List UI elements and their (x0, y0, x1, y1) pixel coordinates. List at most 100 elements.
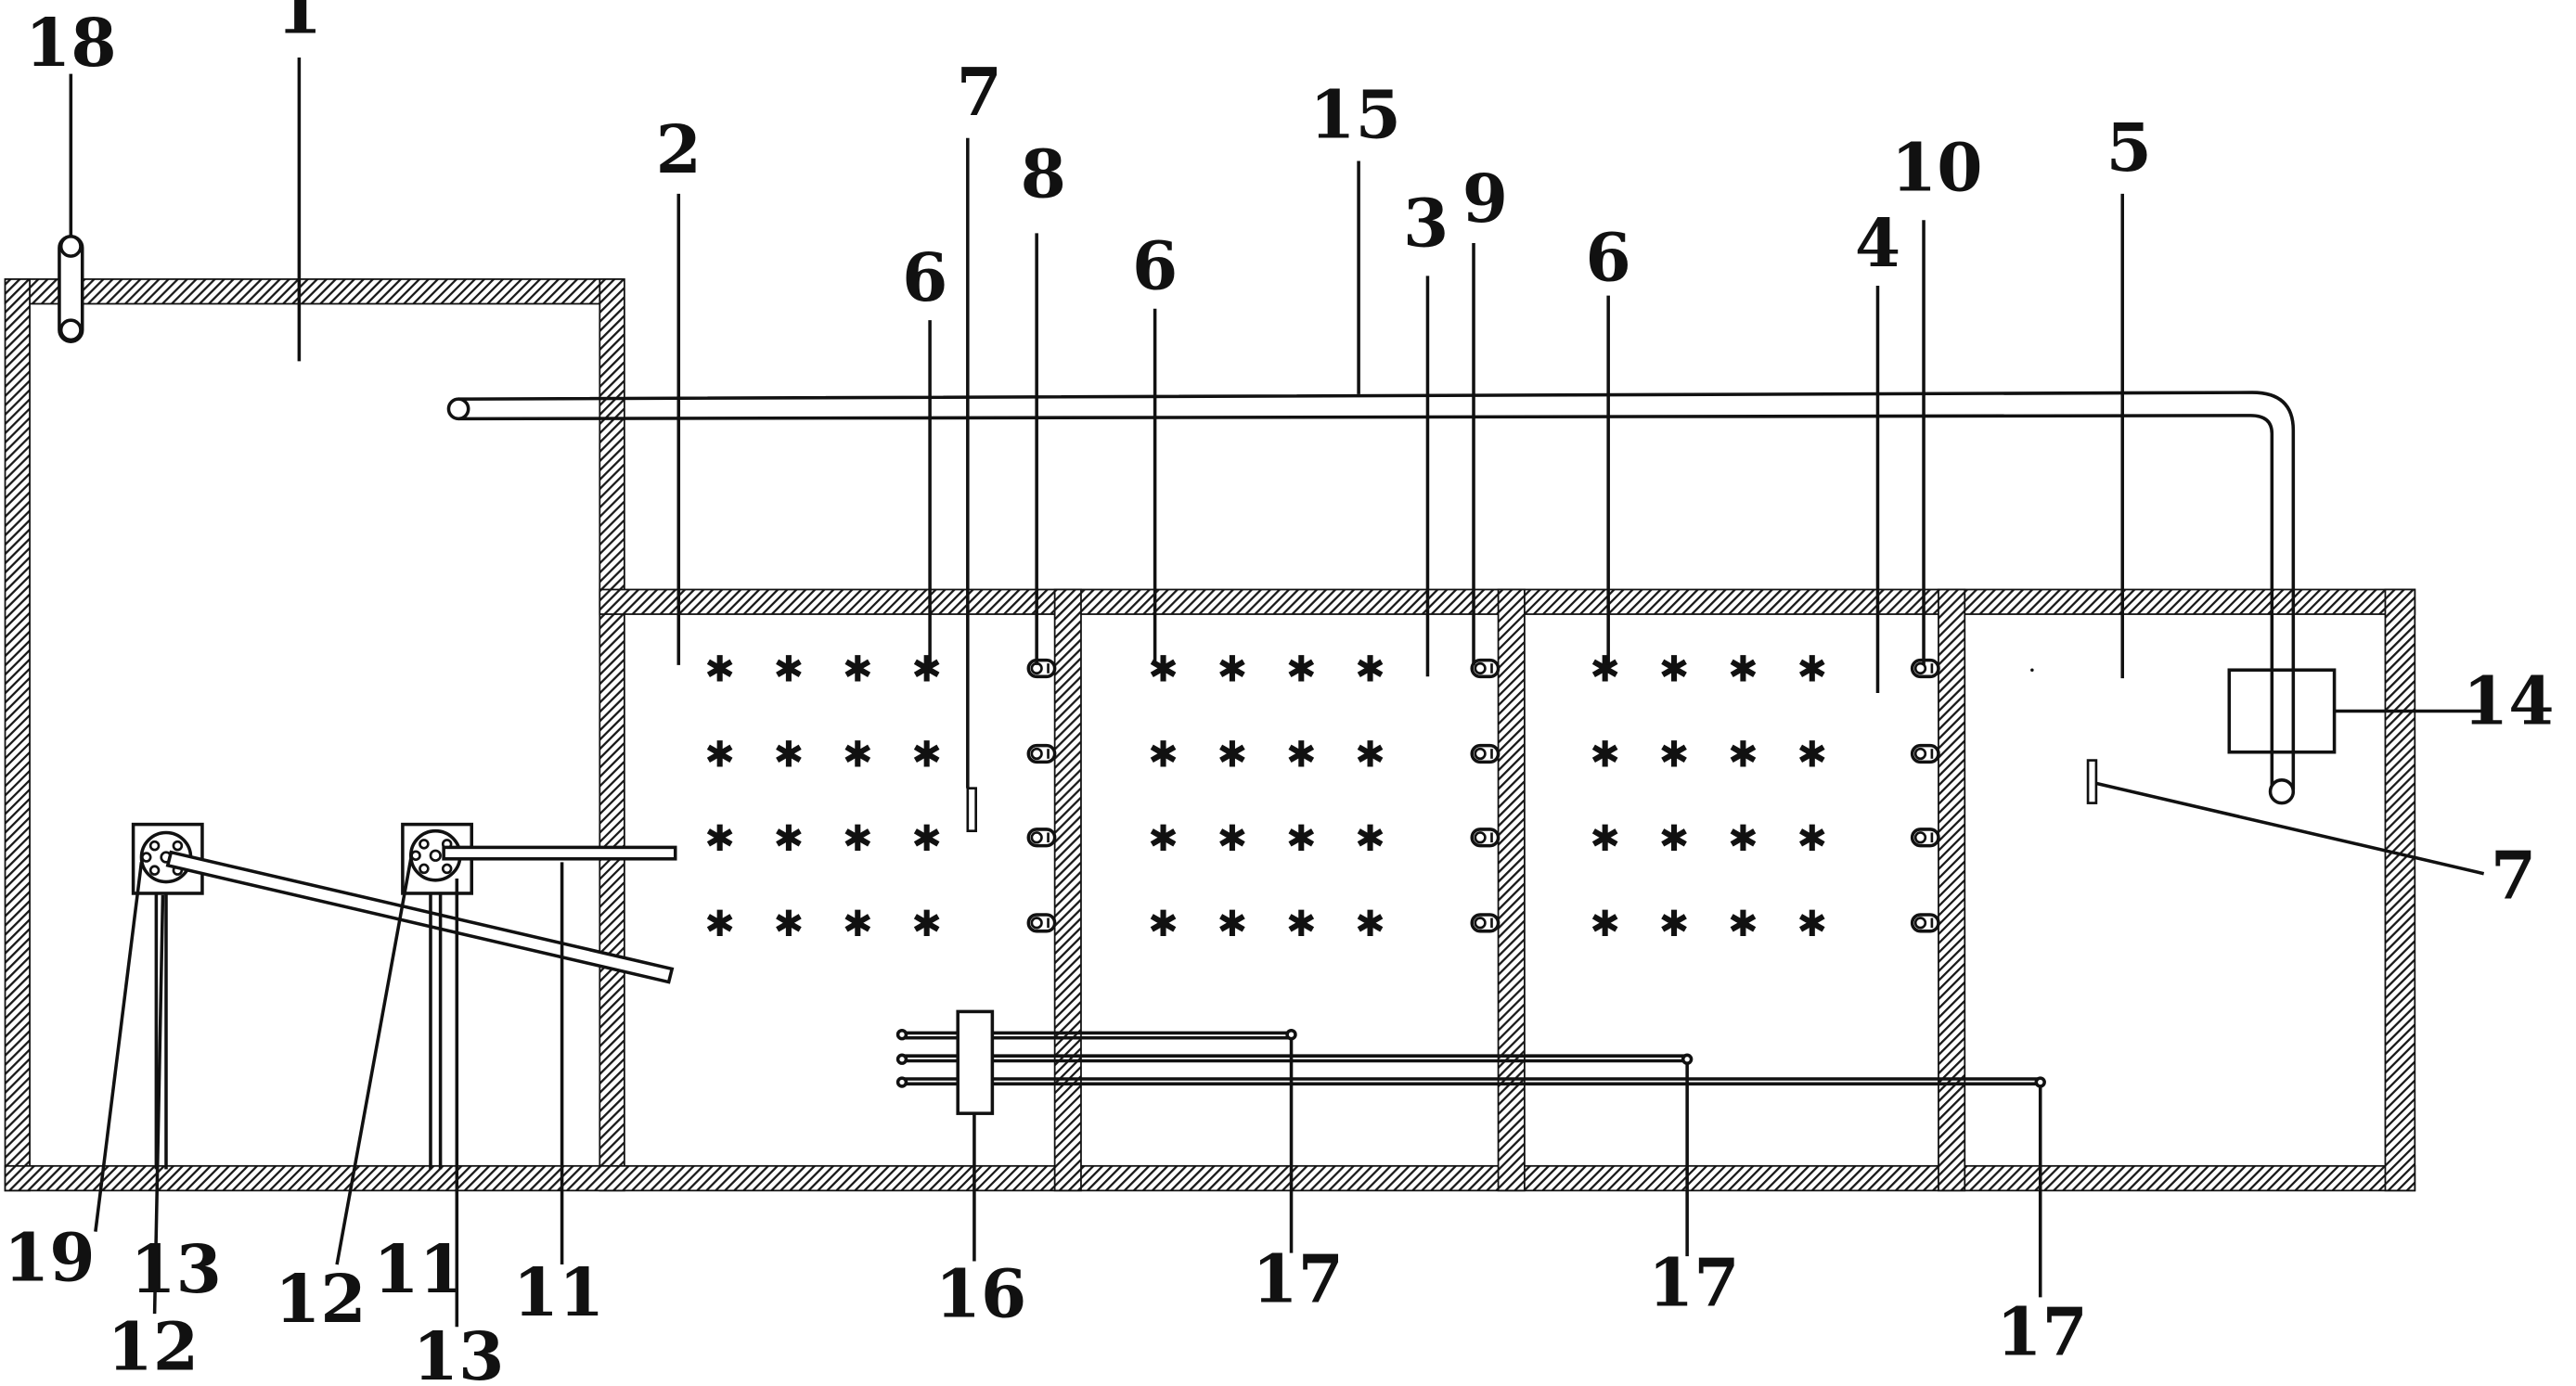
label-2: 2 (656, 111, 702, 188)
aerator-symbol: ✱ (1659, 904, 1690, 945)
partition-wall-a (1053, 588, 1082, 1192)
wall-outlet (1470, 658, 1501, 679)
aerator-symbol: ✱ (843, 904, 873, 945)
aerator-symbol: ✱ (1797, 649, 1827, 691)
wall-outlet (1026, 828, 1057, 848)
label-3: 3 (1403, 186, 1449, 263)
aerator-symbol: ✱ (1217, 735, 1247, 776)
aerator-symbol: ✱ (1286, 735, 1317, 776)
probe-7-left (966, 787, 978, 833)
chamber5-dot (2030, 668, 2034, 672)
label-4: 4 (1855, 205, 1900, 282)
aerator-symbol: ✱ (1217, 649, 1247, 691)
label-17-middle: 17 (1648, 1244, 1740, 1321)
partition-wall-b (1497, 588, 1526, 1192)
probe-7-right (2086, 759, 2098, 804)
label-10: 10 (1891, 129, 1983, 206)
label-6-left: 6 (902, 239, 947, 316)
tank-walls (4, 278, 2416, 1192)
aerator-symbol: ✱ (774, 649, 805, 691)
label-18: 18 (25, 5, 117, 82)
aerator-symbol: ✱ (1217, 904, 1247, 945)
label-13-right: 13 (413, 1318, 505, 1386)
right-wall (2384, 588, 2416, 1192)
aerator-symbol: ✱ (1590, 818, 1620, 860)
wall-outlet (1026, 658, 1057, 679)
aerator-symbol: ✱ (1590, 735, 1620, 776)
label-8: 8 (1021, 135, 1066, 212)
aerator-symbol: ✱ (1728, 904, 1758, 945)
aerator-symbol: ✱ (1355, 818, 1385, 860)
wall-outlet (1026, 743, 1057, 764)
wall-outlet (1910, 743, 1940, 764)
aerator-symbol: ✱ (843, 735, 873, 776)
aerator-symbol: ✱ (1286, 649, 1317, 691)
aerator-symbol: ✱ (1148, 735, 1179, 776)
label-17-right: 17 (1996, 1293, 2088, 1370)
aerator-symbol: ✱ (911, 649, 942, 691)
manifold (895, 1009, 2046, 1115)
aerator-symbol: ✱ (1148, 649, 1179, 691)
aerator-symbol: ✱ (911, 735, 942, 776)
aerator-symbol: ✱ (774, 735, 805, 776)
tank1-left-wall (4, 278, 31, 1192)
aerator-symbol: ✱ (1148, 904, 1179, 945)
label-9: 9 (1462, 160, 1508, 237)
aerator-symbol: ✱ (774, 818, 805, 860)
aerator-symbol: ✱ (1355, 649, 1385, 691)
label-13-left: 13 (130, 1231, 222, 1308)
aerator-symbol: ✱ (774, 904, 805, 945)
label-11-right: 11 (513, 1254, 605, 1331)
wall-outlet (1910, 913, 1940, 933)
label-16: 16 (935, 1256, 1027, 1333)
aerator-symbol: ✱ (1148, 818, 1179, 860)
aerator-symbol: ✱ (1659, 735, 1690, 776)
label-17-left: 17 (1252, 1241, 1344, 1318)
aerator-symbol: ✱ (1659, 818, 1690, 860)
wall-outlets (1026, 658, 1940, 933)
wall-outlet (1026, 913, 1057, 933)
aerator-symbol: ✱ (704, 649, 735, 691)
aerator-symbol: ✱ (704, 735, 735, 776)
label-14: 14 (2463, 663, 2555, 740)
aerator-symbol: ✱ (1286, 818, 1317, 860)
aerator-symbol: ✱ (704, 818, 735, 860)
aerator-symbol: ✱ (1286, 904, 1317, 945)
label-15: 15 (1309, 77, 1401, 154)
aerator-symbol: ✱ (1355, 735, 1385, 776)
aerator-symbol: ✱ (704, 904, 735, 945)
label-7-right: 7 (2491, 837, 2536, 914)
return-pipe (446, 391, 2296, 805)
aerator-symbol: ✱ (1590, 904, 1620, 945)
aerator-symbol: ✱ (1797, 904, 1827, 945)
aerator-grid: ✱ ✱ ✱ ✱ ✱ ✱ ✱ ✱ ✱ ✱ ✱ ✱ ✱ ✱ ✱ ✱ ✱ ✱ ✱ ✱ ✱ ✱ ✱ ✱ ✱ ✱ ✱ ✱ ✱ ✱ ✱ ✱ ✱ ✱ ✱ ✱ ✱ ✱ ✱ ✱… (704, 649, 1827, 945)
aerator-symbol: ✱ (1728, 649, 1758, 691)
vent-pipe (58, 235, 84, 343)
aerator-symbol: ✱ (1797, 818, 1827, 860)
wall-outlet (1470, 828, 1501, 848)
wall-outlet (1910, 828, 1940, 848)
aerator-symbol: ✱ (911, 904, 942, 945)
label-7-top: 7 (957, 54, 1002, 131)
aerator-symbol: ✱ (1659, 649, 1690, 691)
aerator-symbol: ✱ (1355, 904, 1385, 945)
label-12-left: 12 (108, 1308, 200, 1385)
wall-outlet (1470, 743, 1501, 764)
aerator-symbol: ✱ (843, 649, 873, 691)
label-11-left: 11 (373, 1231, 465, 1308)
bottom-wall (4, 1164, 2416, 1192)
aerator-symbol: ✱ (843, 818, 873, 860)
aerator-symbol: ✱ (1728, 818, 1758, 860)
tank1-right-wall (599, 278, 625, 1192)
aerator-symbol: ✱ (1217, 818, 1247, 860)
aerator-symbol: ✱ (911, 818, 942, 860)
aerator-symbol: ✱ (1728, 735, 1758, 776)
wall-outlet (1470, 913, 1501, 933)
tank1-top-wall (4, 278, 623, 305)
aerator-symbol: ✱ (1590, 649, 1620, 691)
label-6-right: 6 (1586, 220, 1631, 297)
pump-pipes (165, 845, 677, 984)
partition-wall-c (1938, 588, 1966, 1192)
label-19: 19 (4, 1220, 96, 1297)
